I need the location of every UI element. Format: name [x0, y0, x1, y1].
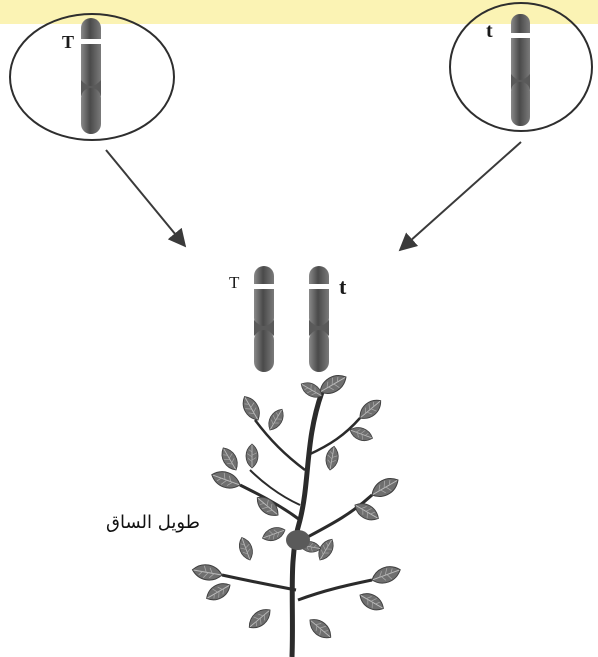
chromosome-icon — [511, 14, 530, 126]
offspring-chromosome-right — [309, 266, 329, 372]
allele-label-parent-right: t — [486, 21, 493, 41]
phenotype-label: طويل الساق — [80, 512, 200, 533]
parent-cell-left — [10, 14, 174, 140]
arrow-icon — [106, 150, 185, 246]
plant-icon — [191, 371, 403, 657]
offspring-chromosome-left — [254, 266, 274, 372]
allele-label-parent-left: T — [62, 33, 74, 51]
parent-cell-right — [450, 3, 592, 131]
allele-label-offspring-right: t — [339, 276, 346, 298]
arrow-icon — [400, 142, 521, 250]
allele-label-offspring-left: T — [229, 274, 239, 291]
chromosome-icon — [81, 18, 101, 134]
